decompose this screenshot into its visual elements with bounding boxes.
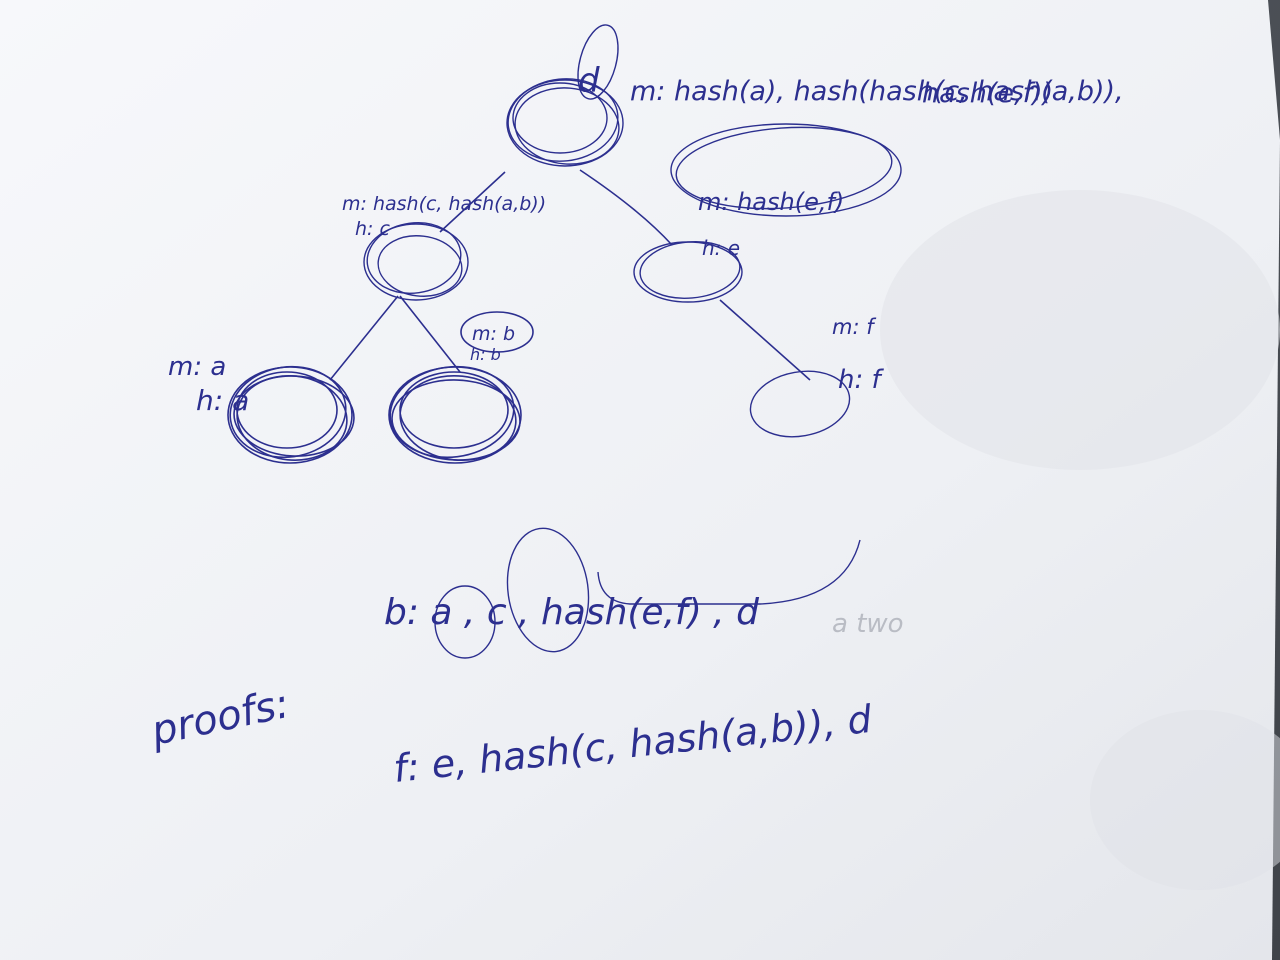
root-label: d	[578, 61, 600, 101]
root-annotation-line2: hash(e,f))	[922, 78, 1053, 109]
node-f-m-label: m: f	[832, 315, 877, 339]
edge-e-f	[719, 299, 811, 381]
node-a	[227, 365, 355, 464]
node-b-h-label: h: b	[470, 345, 501, 364]
proof-bracket	[597, 539, 861, 605]
edge-root-c	[439, 171, 506, 233]
node-b-m-label: m: b	[472, 323, 515, 345]
node-root	[506, 24, 624, 167]
edge-c-a	[329, 295, 399, 381]
node-c-m-label: m: hash(c, hash(a,b))	[342, 193, 546, 215]
edge-root-e	[579, 169, 673, 246]
proof-b: b: a , c , hash(e,f) , d	[384, 592, 760, 633]
proof-circle-c	[506, 527, 590, 653]
node-b	[388, 311, 534, 464]
node-a-m-label: m: a	[168, 352, 226, 382]
node-e-m-label: m: hash(e,f)	[698, 188, 844, 216]
proof-circle-a	[434, 585, 496, 659]
node-f	[749, 370, 851, 438]
paper-shadow	[880, 190, 1280, 470]
node-e-h-label: h: e	[702, 236, 740, 260]
proof-marks	[434, 527, 861, 659]
edge-c-b	[399, 295, 461, 373]
faint-word: a two	[832, 609, 904, 639]
node-f-h-label: h: f	[838, 365, 885, 395]
node-e	[633, 123, 902, 303]
tree-edges	[329, 169, 811, 381]
node-c-h-label: h: c	[355, 218, 390, 240]
paper-shadow	[1090, 710, 1280, 890]
node-c	[363, 222, 469, 301]
node-a-h-label: h: a	[196, 384, 249, 417]
root-annotation-line1: m: hash(a), hash(hash(c, hash(a,b)),	[630, 76, 1124, 107]
